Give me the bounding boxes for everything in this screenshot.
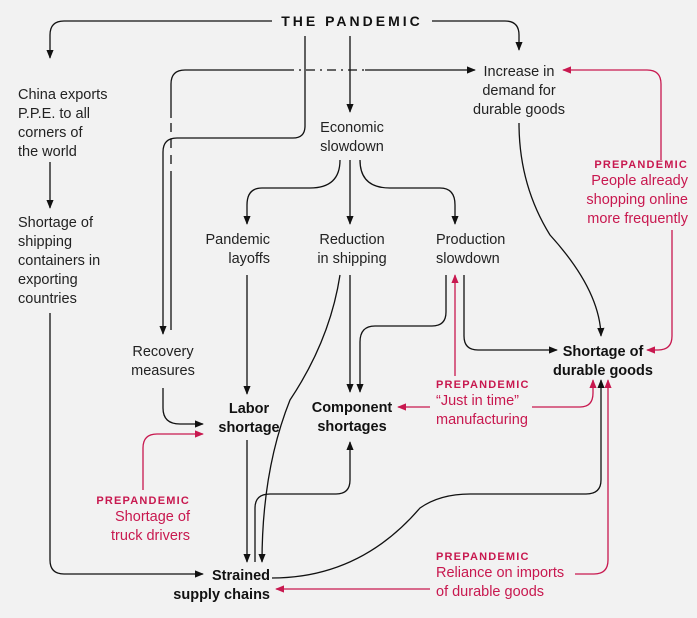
arrow-truck-labor — [142, 430, 204, 490]
arrow-online-demand — [562, 66, 662, 160]
arrow-strained-durable — [271, 379, 605, 579]
arrow-economic-production — [359, 159, 459, 225]
node-pandemic-layoffs: Pandemic layoffs — [205, 232, 270, 267]
prepandemic-reliance-imports: PREPANDEMIC Reliance on imports of durab… — [436, 551, 565, 600]
node-labor-shortage: Labor shortage — [218, 401, 280, 436]
arrow-strained-component — [254, 441, 354, 562]
page-title: THE PANDEMIC — [281, 13, 423, 29]
arrow-demand-durable — [518, 122, 605, 337]
arrow-pandemic-demand — [432, 20, 523, 51]
prepandemic-truck-drivers: PREPANDEMIC Shortage of truck drivers — [96, 495, 190, 544]
arrow-pandemic-china — [46, 20, 272, 59]
node-china-exports: China exports P.P.E. to all corners of t… — [18, 87, 108, 160]
node-economic-slowdown: Economic slowdown — [320, 120, 384, 155]
node-shortage-containers: Shortage of shipping containers in expor… — [18, 215, 101, 307]
node-reduction-shipping: Reduction in shipping — [317, 232, 387, 267]
node-strained-supply-chains: Strained supply chains — [173, 568, 270, 603]
node-durable-goods-shortage: Shortage of durable goods — [553, 344, 653, 379]
arrow-production-durable — [463, 275, 558, 354]
arrow-production-component — [356, 275, 447, 393]
arrow-recovery-demand-top — [170, 69, 285, 118]
prepandemic-online-shopping: PREPANDEMIC People already shopping onli… — [586, 159, 688, 227]
arrow-imports-durable — [575, 379, 612, 575]
node-component-shortages: Component shortages — [311, 400, 393, 435]
node-demand-increase: Increase in demand for durable goods — [473, 64, 565, 118]
arrow-jit-durable — [532, 379, 597, 408]
arrow-reduction-strained — [258, 274, 341, 563]
arrow-online-durable — [646, 230, 673, 354]
node-recovery-measures: Recovery measures — [131, 344, 195, 379]
prepandemic-just-in-time: PREPANDEMIC “Just in time” manufacturing — [436, 379, 530, 428]
arrow-pandemic-recovery — [159, 36, 306, 335]
node-production-slowdown: Production slowdown — [436, 232, 506, 267]
arrow-economic-layoffs — [243, 159, 341, 225]
arrow-containers-strained — [49, 313, 204, 578]
arrow-recovery-labor — [162, 388, 204, 428]
